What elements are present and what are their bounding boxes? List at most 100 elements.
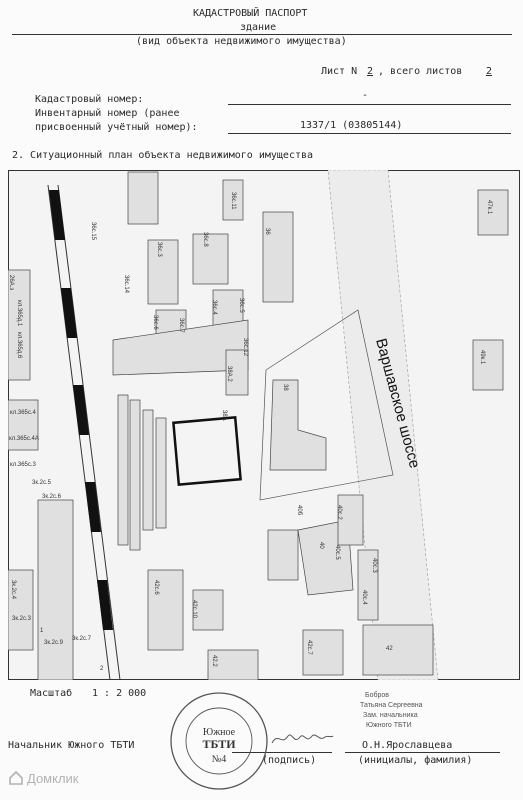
map-label: 38А.2 — [226, 366, 232, 382]
handwritten-note-3: Зам. начальника — [363, 712, 418, 719]
map-label: 3к.2с.7 — [72, 636, 92, 642]
map-label: 36с.15 — [90, 222, 96, 241]
map-label: 3к.2с.6 — [42, 494, 62, 500]
parcel-outline — [259, 309, 394, 501]
signer-position: Начальник Южного ТБТИ — [8, 740, 135, 751]
building-block — [337, 494, 364, 546]
map-label: 36с.6 — [152, 315, 158, 330]
building-block — [472, 339, 504, 391]
stamp-line-1: Южное — [203, 727, 236, 738]
map-label: 38 — [282, 384, 288, 391]
building-block — [8, 569, 34, 651]
map-label: 40 — [318, 542, 324, 549]
map-label: кл.365с.3 — [10, 462, 37, 468]
railway-icon — [47, 184, 121, 680]
building-block — [192, 233, 229, 285]
map-label: 36с.11 — [230, 192, 236, 210]
highway-strip — [327, 170, 439, 680]
map-label: 36с.4 — [211, 300, 217, 315]
map-label: кл.365с.4 — [10, 410, 37, 416]
map-label: 42.2 — [211, 655, 217, 667]
document-title: КАДАСТРОВЫЙ ПАСПОРТ — [193, 8, 308, 19]
object-kind-caption: (вид объекта недвижимого имущества) — [136, 36, 347, 47]
watermark: Домклик — [8, 770, 79, 786]
map-label: 40б — [296, 505, 302, 516]
building-block — [477, 189, 509, 236]
building-block — [155, 417, 167, 529]
map-label: 40с.5 — [334, 545, 340, 560]
map-label: 42с.10 — [191, 600, 197, 619]
inventory-value: 1337/1 (03805144) — [300, 120, 403, 131]
map-label: 47к.1 — [486, 200, 492, 215]
map-label: 3к.2с.9 — [44, 640, 64, 646]
map-label: кл.365д.6 — [16, 332, 22, 359]
signature-icon — [271, 734, 334, 744]
building-block — [302, 629, 344, 676]
building-block — [127, 171, 159, 225]
building-block — [222, 179, 244, 221]
map-label: 3к.2с.4 — [10, 580, 16, 600]
object-kind-underline — [12, 34, 512, 35]
map-label: 40с.3 — [371, 558, 377, 573]
inventory-label-1: Инвентарный номер (ранее — [35, 108, 180, 119]
map-label: 1 — [40, 628, 44, 634]
inventory-underline — [228, 133, 511, 134]
building-block — [147, 239, 179, 305]
cadastral-value: - — [362, 90, 369, 101]
stamp-line-3: №4 — [212, 754, 227, 765]
cadastral-underline — [228, 104, 511, 105]
map-label: 42 — [386, 646, 393, 652]
building-block — [225, 349, 249, 396]
sign-caption: (подпись) — [262, 755, 317, 766]
building-block — [357, 549, 379, 621]
building-block — [267, 529, 299, 581]
building-block — [269, 379, 327, 471]
map-label: 36 — [264, 228, 270, 235]
map-label: 36с.5 — [238, 298, 244, 313]
map-label: 40с.4 — [361, 590, 367, 605]
round-stamp-icon: Южное ТБТИ №4 — [170, 692, 268, 790]
building-block — [8, 269, 31, 381]
sheet-number: 2 — [367, 66, 374, 77]
building-block — [142, 409, 154, 531]
sheet-label: Лист N — [321, 66, 358, 77]
scale-label: Масштаб — [30, 688, 73, 699]
map-label: 40с.2 — [336, 505, 342, 520]
map-label: 3к.2с.5 — [32, 480, 52, 486]
name-caption: (инициалы, фамилия) — [358, 755, 473, 766]
cadastral-label: Кадастровый номер: — [35, 94, 144, 105]
building-block — [37, 499, 74, 680]
object-kind: здание — [240, 22, 277, 33]
building-block — [207, 649, 259, 680]
situation-plan-map: 36 36с.11 36с.3 36с.8 36с.14 36с.6 36с.4… — [8, 170, 520, 680]
building-block — [362, 624, 434, 676]
building-block — [147, 569, 184, 651]
map-label: 36с.7 — [178, 318, 184, 333]
map-label: 3к.2с.3 — [12, 616, 32, 622]
stamp-line-2: ТБТИ — [202, 737, 236, 751]
map-label: 42с.6 — [153, 580, 159, 595]
building-block — [117, 394, 129, 546]
inventory-label-2: присвоенный учётный номер): — [35, 122, 198, 133]
name-underline — [345, 752, 500, 753]
map-label: 2 — [100, 666, 104, 672]
map-label: 36с.8 — [202, 232, 208, 247]
signer-name: О.Н.Ярославцева — [362, 740, 453, 751]
domclick-logo-icon — [9, 770, 23, 785]
map-label: 49к.1 — [479, 350, 485, 365]
map-label: 36с.3 — [156, 242, 162, 257]
buildings-group — [8, 171, 509, 680]
signature-underline — [232, 752, 332, 753]
map-label: 36с.14 — [123, 275, 129, 294]
map-label: кл.365д.1 — [16, 300, 22, 327]
section-title: 2. Ситуационный план объекта недвижимого… — [12, 150, 314, 161]
map-label: 26А.з — [8, 275, 14, 290]
building-block — [262, 211, 294, 303]
map-label: 36с.12 — [242, 338, 248, 357]
building-block — [192, 589, 224, 631]
handwritten-note-1: Бобров — [365, 692, 390, 699]
map-label: 38А — [221, 410, 227, 421]
building-block — [8, 399, 39, 451]
handwritten-note-2: Татьяна Сергеевна — [360, 702, 423, 709]
sheet-total-label: , всего листов — [378, 66, 463, 77]
